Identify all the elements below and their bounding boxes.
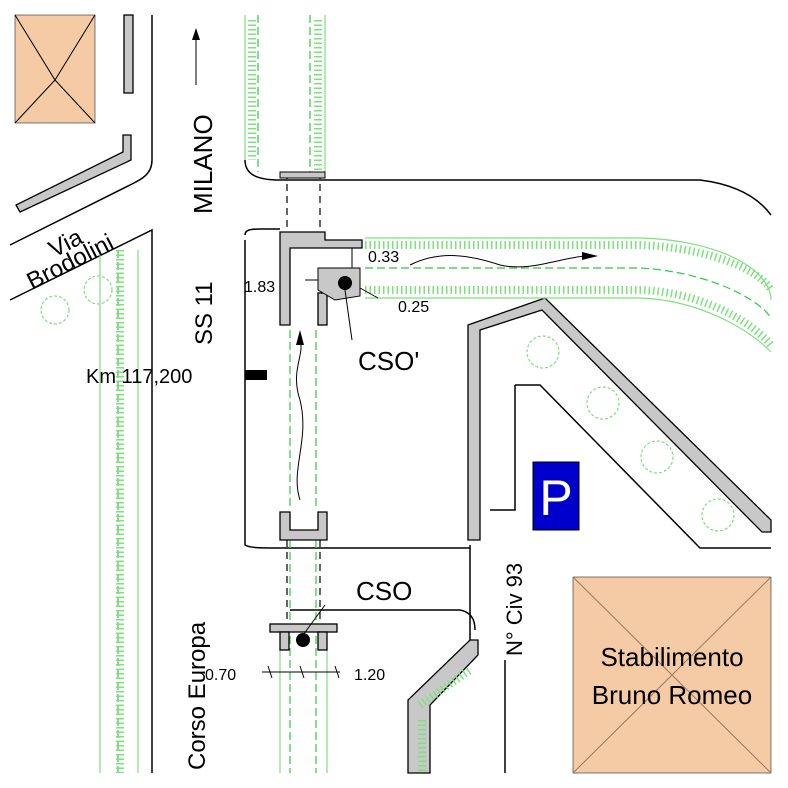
ss11-label: SS 11 <box>191 281 218 345</box>
stabilimento-line2: Bruno Romeo <box>592 680 752 710</box>
trees <box>40 275 735 532</box>
cso-label: CSO <box>356 576 412 606</box>
km-label: Km 117,200 <box>86 366 192 388</box>
hedge-top <box>244 15 326 172</box>
walls-top-left <box>15 14 134 213</box>
stabilimento-line1: Stabilimento <box>600 642 743 672</box>
dimension-025: 0.25 <box>398 299 429 316</box>
parking-sign: P <box>532 461 580 531</box>
hedge-right-curve <box>365 237 775 353</box>
dimension-120: 1.20 <box>354 667 385 684</box>
hedge-channel <box>279 330 473 773</box>
dimension-070: 0.70 <box>205 667 236 684</box>
corso-europa-label: Corso Europa <box>184 621 211 770</box>
dimension-033: 0.33 <box>368 249 399 266</box>
flow-arrows <box>192 28 598 501</box>
cso-prime-label: CSO' <box>358 346 419 376</box>
milano-label: MILANO <box>188 114 218 214</box>
parking-label: P <box>539 470 572 526</box>
dimension-183: 1.83 <box>244 279 275 296</box>
channel-lower-end <box>279 511 328 541</box>
channel-dashes <box>279 171 326 625</box>
parking-sign-box <box>532 461 580 531</box>
cso-prime-structure <box>279 231 363 341</box>
hedge-left <box>99 250 139 773</box>
building-stabilimento <box>572 576 772 774</box>
dimension-lines <box>262 248 379 679</box>
km-marker <box>245 370 267 380</box>
cso-structure <box>269 604 338 651</box>
civ-label: N° Civ 93 <box>502 563 527 656</box>
parking-wall <box>407 297 772 774</box>
building-top-left <box>14 14 96 124</box>
